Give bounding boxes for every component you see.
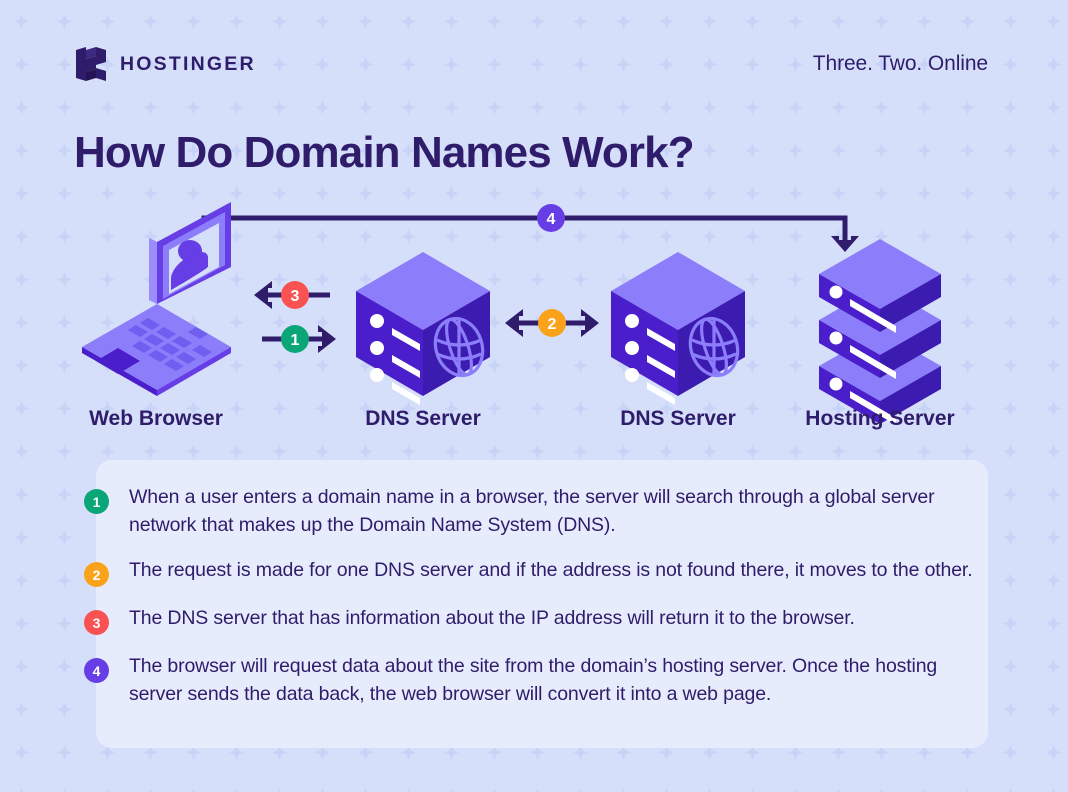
legend-badge-3: 3 (84, 610, 109, 636)
node-label-dns-server-2: DNS Server (620, 407, 736, 430)
tagline: Three. Two. Online (812, 52, 988, 75)
legend-item-1: 1 When a user enters a domain name in a … (84, 478, 994, 539)
node-label-dns-server-1: DNS Server (365, 407, 481, 430)
legend-badge-2: 2 (84, 562, 109, 588)
badge-3-number: 3 (291, 288, 300, 305)
laptop-with-user-icon (82, 202, 231, 396)
legend-text-4: The browser will request data about the … (129, 655, 938, 706)
badge-4-number: 4 (547, 211, 556, 228)
legend-item-4: 4 The browser will request data about th… (84, 647, 994, 708)
legend-badge-1: 1 (84, 489, 109, 514)
diagram-node-labels: Web Browser DNS Server DNS Server Hostin… (0, 407, 1068, 439)
connector-1-arrow: 1 (262, 325, 336, 353)
legend-text-3: The DNS server that has information abou… (129, 607, 855, 630)
legend-text-2: The request is made for one DNS server a… (129, 559, 973, 582)
hostinger-h-logo-icon (76, 47, 106, 81)
connector-3-arrow: 3 (254, 281, 330, 309)
connector-4-bracket: 4 (190, 204, 859, 252)
legend-item-2: 2 The request is made for one DNS server… (84, 551, 994, 588)
connector-2-arrow: 2 (505, 309, 599, 337)
page-header: HOSTINGER Three. Two. Online (76, 42, 988, 86)
legend-text-1: When a user enters a domain name in a br… (129, 486, 935, 536)
node-label-web-browser: Web Browser (89, 407, 223, 430)
brand-name: HOSTINGER (120, 52, 256, 75)
brand-lockup: HOSTINGER (76, 47, 256, 81)
server-cube-globe-icon-2 (611, 252, 745, 405)
legend-list: 1 When a user enters a domain name in a … (84, 478, 994, 721)
server-cube-globe-icon-1 (356, 252, 490, 405)
stacked-servers-icon (819, 239, 941, 425)
node-label-hosting-server: Hosting Server (805, 407, 955, 430)
badge-2-number: 2 (548, 316, 557, 333)
legend-badge-4: 4 (84, 658, 109, 684)
page-title: How Do Domain Names Work? (74, 128, 695, 177)
badge-1-number: 1 (291, 332, 300, 349)
legend-item-3: 3 The DNS server that has information ab… (84, 599, 994, 636)
